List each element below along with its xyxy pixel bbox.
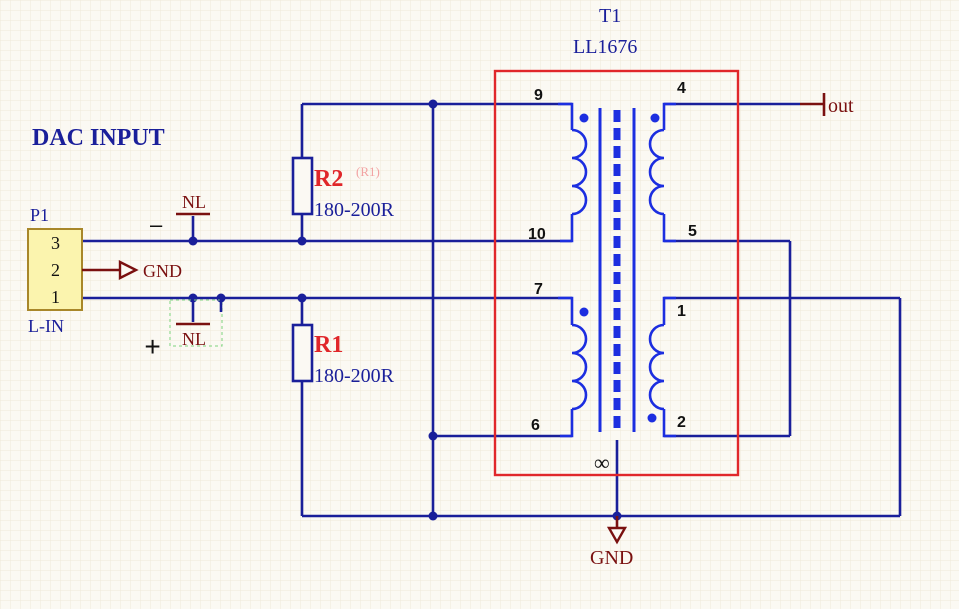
primary-winding-bottom	[571, 323, 588, 411]
winding-lead	[558, 296, 574, 325]
secondary-winding-top	[648, 128, 665, 216]
connector-pin-label: 3	[51, 233, 60, 253]
transformer-outline[interactable]	[493, 69, 740, 477]
resistor-r2[interactable]: R2 (R1) 180-200R	[291, 156, 395, 221]
junction-dot	[297, 293, 307, 303]
winding-lead	[662, 214, 676, 243]
polarity-dot	[650, 113, 660, 123]
transformer-pin-label: 9	[534, 87, 543, 104]
transformer-pin-label: 10	[528, 226, 546, 243]
polarity-dot	[579, 113, 589, 123]
connector-gnd-port[interactable]: GND	[82, 260, 182, 281]
nl-capacitor-bottom[interactable]: NL	[169, 298, 223, 349]
gnd-port-label: GND	[143, 261, 182, 281]
resistor-r2-ref: R2	[314, 166, 343, 192]
junction-dot	[428, 99, 438, 109]
ground-label: GND	[590, 547, 633, 569]
transformer-pin-label: 1	[677, 303, 686, 320]
resistor-r1[interactable]: R1 180-200R	[291, 323, 395, 387]
connector-ref: P1	[30, 205, 49, 225]
primary-winding-top	[571, 128, 588, 216]
winding-lead	[560, 214, 574, 243]
output-port[interactable]: out	[800, 93, 854, 117]
transformer-pin-label: 2	[677, 414, 686, 431]
polarity-dot	[579, 307, 589, 317]
nl-bottom-label: NL	[182, 329, 206, 349]
resistor-r1-ref: R1	[314, 332, 343, 358]
resistor-r2-value: 180-200R	[314, 199, 395, 221]
transformer-pin-label: 5	[688, 223, 697, 240]
polarity-minus-mark: –	[150, 212, 163, 237]
connector-name: L-IN	[28, 316, 64, 336]
connector-p1[interactable]: P1 L-IN 3 2 1	[27, 205, 83, 336]
winding-lead	[662, 409, 676, 438]
transformer-ref: T1	[599, 5, 621, 27]
nl-capacitor-top[interactable]: NL	[176, 192, 210, 216]
output-label: out	[828, 95, 854, 117]
secondary-winding-bottom	[648, 323, 665, 411]
winding-lead	[560, 409, 574, 438]
shield-symbol: ∞	[594, 450, 610, 475]
resistor-r2-alt-ref: (R1)	[356, 164, 380, 179]
transformer-pin-label: 6	[531, 417, 540, 434]
polarity-plus-mark: +	[144, 331, 160, 362]
winding-lead	[558, 102, 574, 130]
nl-top-label: NL	[182, 192, 206, 212]
polarity-dot	[647, 413, 657, 423]
connector-body[interactable]	[27, 228, 83, 311]
transformer-part: LL1676	[573, 36, 637, 58]
winding-lead	[662, 296, 676, 325]
junction-dot	[297, 236, 307, 246]
junction-dot	[428, 431, 438, 441]
junctions	[188, 99, 622, 521]
transformer-pin-label: 4	[677, 80, 686, 97]
junction-dot	[428, 511, 438, 521]
connector-pin-label: 1	[51, 287, 60, 307]
junction-dot	[188, 293, 198, 303]
resistor-body[interactable]	[291, 323, 314, 383]
winding-lead	[662, 102, 676, 130]
ground-symbol[interactable]: GND	[590, 516, 633, 569]
junction-dot	[188, 236, 198, 246]
resistor-r1-value: 180-200R	[314, 365, 395, 387]
transformer-t1[interactable]: T1 LL1676 9 10 7 6 4 5 1	[493, 5, 740, 477]
selection-outline	[169, 299, 223, 347]
ground-arrow-icon	[606, 526, 628, 545]
gnd-port-arrow-icon	[118, 260, 139, 280]
transformer-pin-label: 7	[534, 281, 543, 298]
sheet-title: DAC INPUT	[32, 125, 165, 151]
connector-pin-label: 2	[51, 260, 60, 280]
resistor-body[interactable]	[291, 156, 314, 216]
